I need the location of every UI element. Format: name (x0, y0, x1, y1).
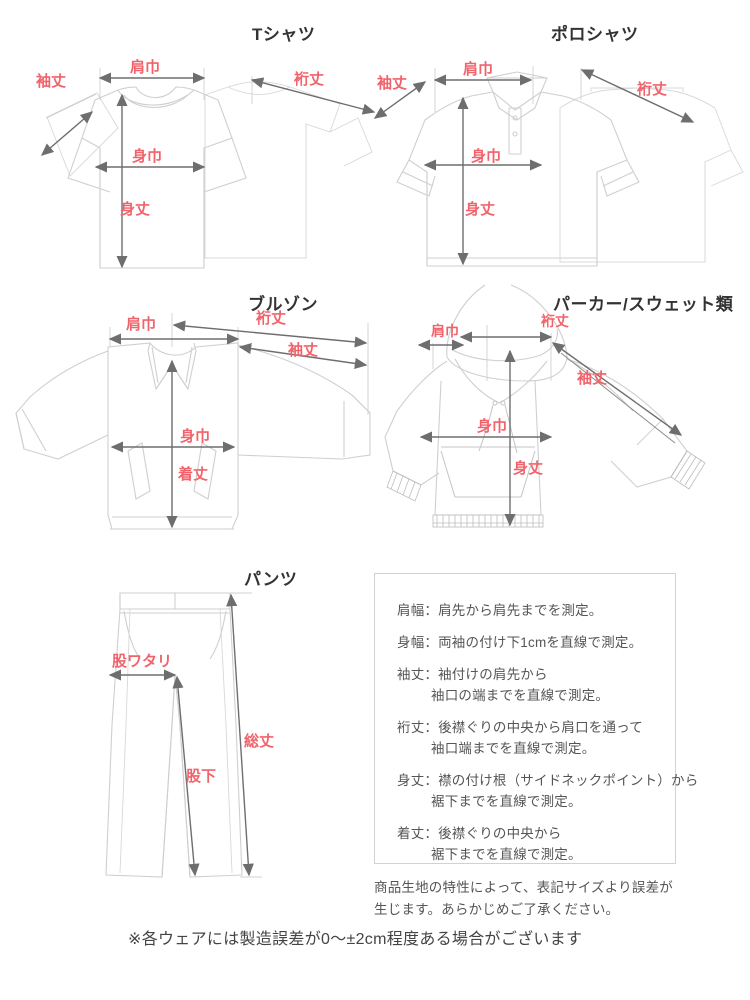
blouson-label-sode-take: 袖丈 (288, 342, 319, 359)
polo-title: ポロシャツ (551, 25, 639, 44)
pants-title: パンツ (244, 570, 298, 589)
polo-panel: ポロシャツ (373, 0, 750, 290)
polo-label-mi-haba: 身巾 (471, 148, 502, 165)
legend-entry-5-cont: 裾下までを直線で測定。 (431, 847, 582, 862)
fabric-note-line-2: 生じます。あらかじめご了承ください。 (374, 902, 620, 917)
measurement-legend-box: 肩幅：肩先から肩先までを測定。 身幅：両袖の付け下1cmを直線で測定。 袖丈：袖… (374, 573, 698, 864)
manufacturing-tolerance-note: ※各ウェアには製造誤差が0〜±2cm程度ある場合がございます (128, 931, 583, 948)
legend-entry-2-head: 袖丈：袖付けの肩先から (397, 667, 548, 682)
polo-label-yuki-take: 裄丈 (637, 81, 668, 98)
hoodie-panel: パーカー/スウェット類 (375, 284, 750, 555)
hoodie-drawing (384, 284, 706, 528)
fabric-note-line-1: 商品生地の特性によって、表記サイズより誤差が (374, 880, 673, 895)
hoodie-label-mi-haba: 身巾 (477, 418, 508, 435)
tshirt-label-yuki-take: 裄丈 (294, 71, 325, 88)
legend-entry-0-head: 肩幅：肩先から肩先までを測定。 (397, 603, 603, 618)
pants-label-sou-take: 総丈 (244, 733, 275, 750)
tshirt-label-mi-take: 身丈 (120, 201, 151, 218)
polo-label-mi-take: 身丈 (465, 201, 496, 218)
polo-drawing (373, 66, 744, 267)
tshirt-label-mi-haba: 身巾 (132, 148, 163, 165)
hoodie-label-yuki-take: 裄丈 (541, 313, 569, 329)
legend-entry-4-cont: 裾下までを直線で測定。 (431, 794, 582, 809)
blouson-drawing (15, 313, 371, 530)
tshirt-label-kata-haba: 肩巾 (130, 59, 161, 76)
blouson-title: ブルゾン (248, 295, 318, 314)
blouson-label-mi-haba: 身巾 (180, 428, 211, 445)
tshirt-panel: Tシャツ (0, 0, 376, 290)
pants-label-mata-shita: 股下 (186, 768, 217, 785)
legend-entry-3-cont: 袖口端までを直線で測定。 (431, 741, 596, 756)
pants-panel: パンツ (0, 555, 375, 900)
legend-entry-2-cont: 袖口の端までを直線で測定。 (431, 688, 610, 703)
blouson-label-kata-haba: 肩巾 (126, 316, 157, 333)
tshirt-label-sode-take: 袖丈 (36, 73, 67, 90)
tshirt-title: Tシャツ (252, 25, 316, 44)
polo-label-sode-take: 袖丈 (377, 75, 408, 92)
hoodie-title: パーカー/スウェット類 (553, 295, 734, 314)
legend-entry-4-head: 身丈：襟の付け根（サイドネックポイント）から (397, 773, 699, 788)
pants-label-mata-watari: 股ワタリ (112, 653, 173, 670)
legend-entry-3-head: 裄丈：後襟ぐりの中央から肩口を通って (397, 720, 643, 735)
blouson-label-ki-take: 着丈 (178, 466, 209, 483)
legend-entry-1-head: 身幅：両袖の付け下1cmを直線で測定。 (397, 635, 643, 650)
blouson-panel: ブルゾン (0, 285, 375, 555)
hoodie-label-mi-take: 身丈 (513, 460, 544, 477)
hoodie-label-sode-take: 袖丈 (577, 370, 608, 387)
legend-entry-5-head: 着丈：後襟ぐりの中央から (397, 826, 562, 841)
hoodie-label-kata-haba: 肩巾 (431, 323, 459, 339)
blouson-label-yuki-take: 裄丈 (256, 310, 287, 327)
polo-label-kata-haba: 肩巾 (463, 61, 494, 78)
tshirt-drawing (40, 68, 376, 269)
pants-drawing (105, 592, 262, 878)
